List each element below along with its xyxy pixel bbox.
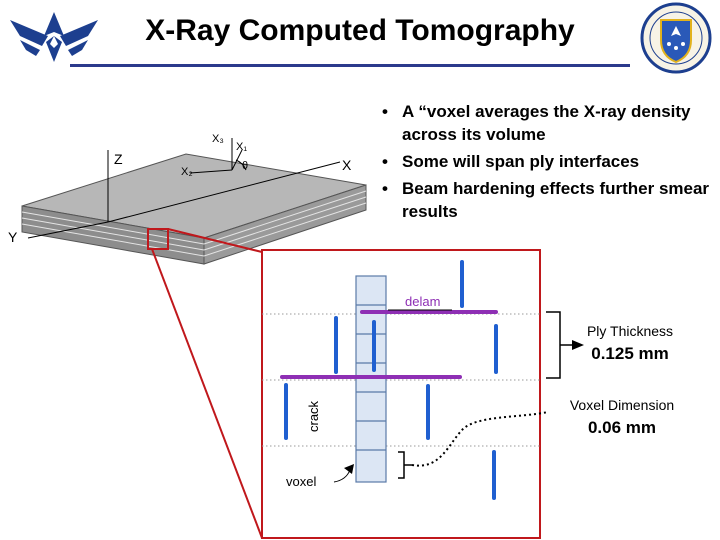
bullet-ply-interfaces: Some will span ply interfaces — [376, 150, 716, 173]
crack-lines — [284, 260, 498, 500]
voxel-label: voxel — [286, 474, 316, 489]
detail-panel — [261, 249, 541, 539]
crack-label: crack — [306, 400, 321, 432]
bullet-beam-hardening: Beam hardening effects further smear res… — [376, 177, 716, 223]
axis-label-x1: X₁ — [236, 141, 247, 153]
slide-title: X-Ray Computed Tomography — [145, 14, 575, 47]
ply-bracket — [546, 311, 572, 379]
bullet-list: A “voxel averages the X-ray density acro… — [376, 100, 716, 227]
title-underline — [70, 64, 630, 67]
voxel-dimension-value: 0.06 mm — [588, 418, 656, 437]
axis-label-z: Z — [114, 151, 123, 167]
bullet-voxel-average: A “voxel averages the X-ray density acro… — [376, 100, 716, 146]
ply-thickness-value: 0.125 mm — [591, 344, 669, 363]
voxel-dimension-label: Voxel Dimension — [570, 397, 674, 413]
axis-label-theta: θ — [242, 160, 248, 172]
voxel-dimension-leader — [411, 411, 549, 467]
axis-label-y: Y — [8, 229, 18, 245]
delam-label: delam — [405, 294, 440, 309]
voxel-bracket — [398, 451, 412, 479]
axis-label-x2: X₂ — [181, 166, 193, 178]
callout-line-right — [167, 228, 263, 253]
laminate-plate — [21, 153, 367, 265]
afrl-shield-icon — [640, 2, 712, 74]
ply-thickness-label: Ply Thickness — [587, 323, 673, 339]
callout-line-left — [151, 248, 263, 539]
axis-lines — [27, 138, 341, 239]
axis-label-x3: X₃ — [212, 133, 224, 145]
callout-box — [147, 228, 169, 250]
axis-label-x: X — [342, 157, 352, 173]
air-force-wings-icon — [10, 12, 98, 62]
delamination-lines — [280, 310, 498, 379]
